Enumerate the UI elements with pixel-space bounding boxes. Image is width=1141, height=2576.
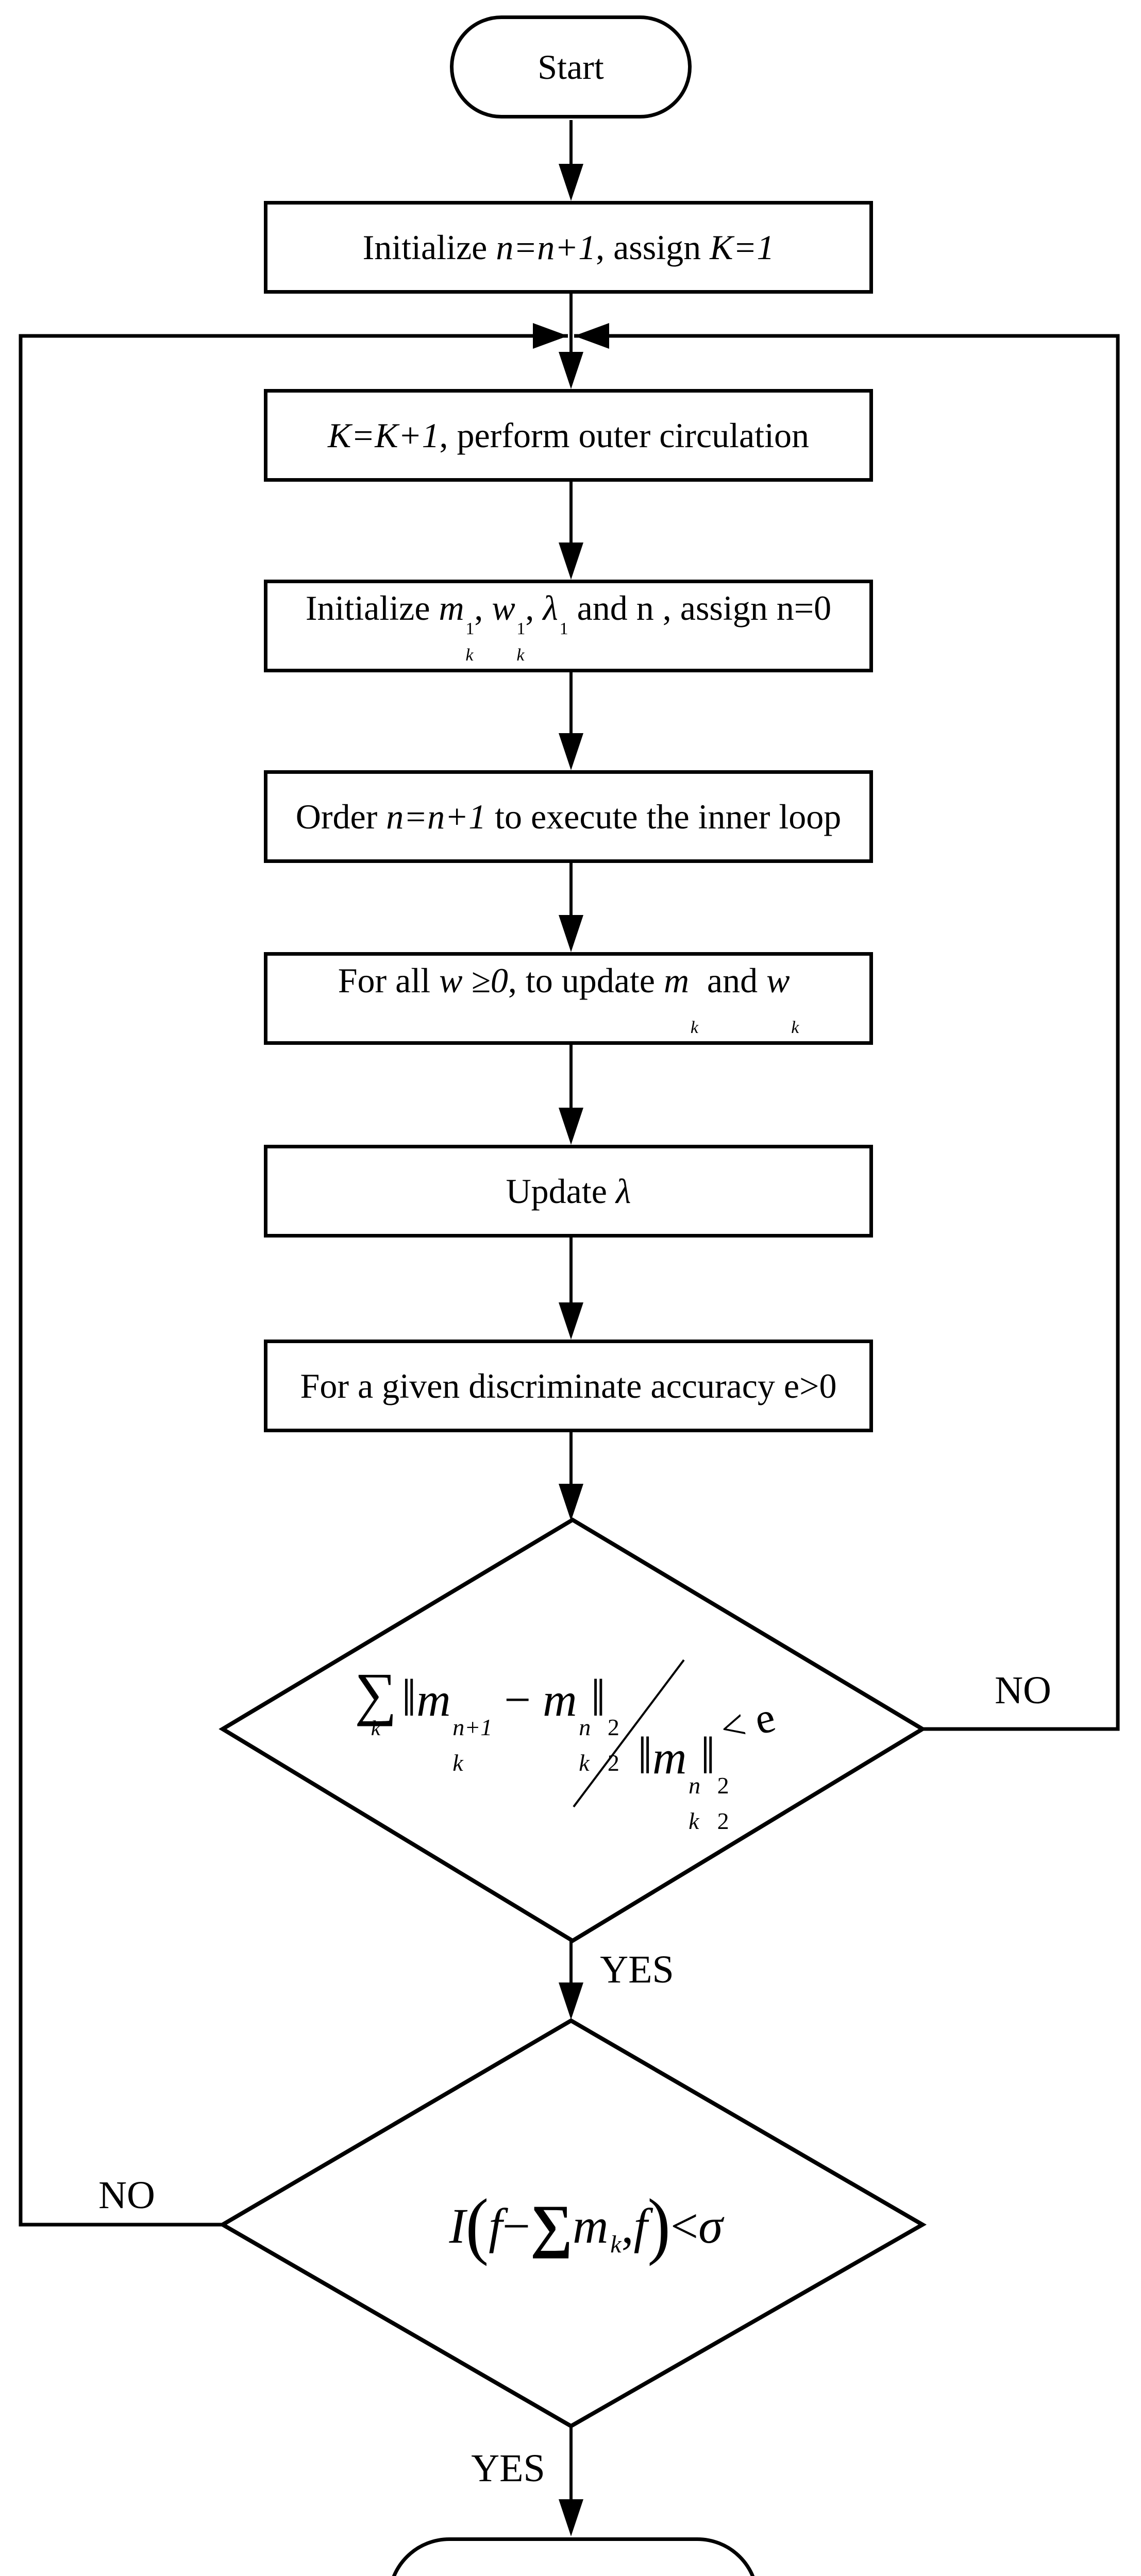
arrowhead-box2 — [559, 352, 583, 389]
edge-no-outer-feedback — [19, 334, 568, 2227]
arrowhead-decision-outer — [559, 1982, 583, 2020]
process-accuracy-label: For a given discriminate accuracy e>0 — [300, 1366, 837, 1405]
arrowhead-junction-left — [533, 323, 568, 349]
label-yes-outer: YES — [471, 2447, 545, 2490]
arrowhead-box5 — [559, 915, 583, 952]
process-accuracy: For a given discriminate accuracy e>0 — [264, 1340, 873, 1432]
process-order-inner-loop-label: Order n=n+1 to execute the inner loop — [295, 796, 842, 836]
process-outer-circulation: K=K+1, perform outer circulation — [264, 389, 873, 482]
process-outer-circulation-label: K=K+1, perform outer circulation — [328, 415, 809, 455]
label-no-inner: NO — [995, 1669, 1051, 1712]
arrowhead-box4 — [559, 733, 583, 770]
process-initialize-n-label: Initialize n=n+1, assign K=1 — [362, 227, 775, 267]
arrowhead-box7 — [559, 1302, 583, 1340]
terminal-start: Start — [450, 15, 692, 118]
process-initialize-n: Initialize n=n+1, assign K=1 — [264, 201, 873, 294]
process-update-mw-label: For all w ≥0, to update m k and w k — [338, 960, 799, 1038]
label-no-outer: NO — [98, 2174, 155, 2217]
decision-inner-diamond — [219, 1517, 927, 1943]
process-update-mw: For all w ≥0, to update m k and w k — [264, 952, 873, 1045]
process-update-lambda-label: Update λ — [506, 1171, 631, 1211]
process-update-lambda: Update λ — [264, 1145, 873, 1238]
arrowhead-box1 — [559, 164, 583, 201]
decision-outer-diamond — [219, 2018, 927, 2429]
arrowhead-junction-right — [574, 323, 609, 349]
arrowhead-decision-inner — [559, 1484, 583, 1521]
decision-outer-formula: I(f − ∑m k, f) < σ — [449, 2184, 723, 2267]
fraction-slash — [573, 1659, 685, 1808]
label-yes-inner: YES — [600, 1948, 674, 1991]
process-order-inner-loop: Order n=n+1 to execute the inner loop — [264, 770, 873, 863]
arrowhead-box6 — [559, 1108, 583, 1145]
terminal-end: End — [388, 2537, 759, 2576]
edge-no-inner-feedback — [574, 334, 1120, 1731]
start-label: Start — [538, 47, 604, 87]
arrowhead-box3 — [559, 543, 583, 580]
arrowhead-end — [559, 2499, 583, 2536]
